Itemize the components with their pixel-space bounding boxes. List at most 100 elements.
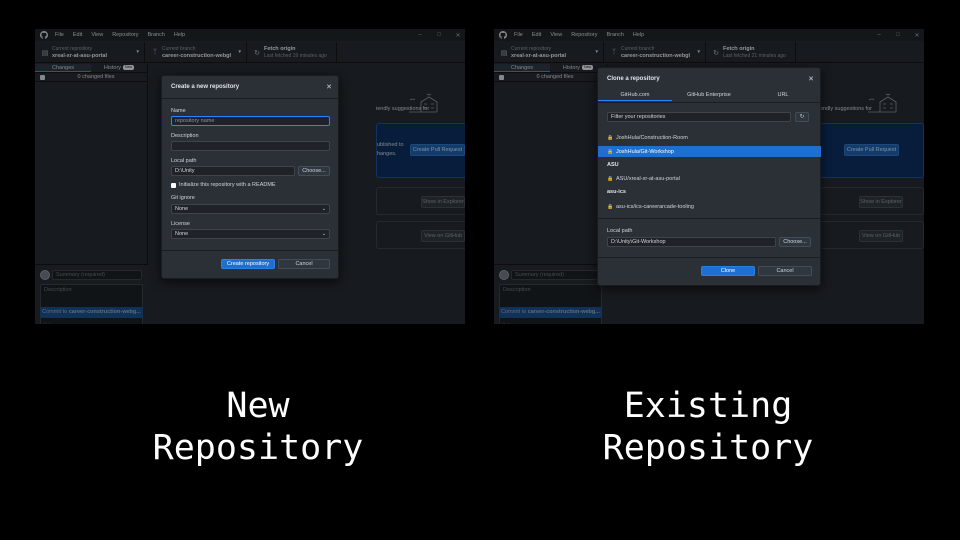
close-icon[interactable]: ✕ <box>455 32 461 39</box>
lock-icon: 🔒 <box>607 175 614 182</box>
menu-edit[interactable]: Edit <box>72 32 83 38</box>
add-coauthor-icon[interactable]: ☺+ <box>501 322 510 324</box>
minimize-icon[interactable]: – <box>877 32 881 38</box>
close-icon[interactable]: ✕ <box>808 76 814 83</box>
maximize-icon[interactable]: □ <box>896 32 900 38</box>
repo-item[interactable]: 🔒ASU/xreal-xr-at-asu-portal <box>598 173 821 184</box>
clone-button[interactable]: Clone <box>701 266 755 276</box>
close-icon[interactable]: ✕ <box>914 32 920 39</box>
fetch-origin-label: Fetch origin <box>264 45 296 52</box>
current-branch-button[interactable]: ᛉ Current branch career-construction-web… <box>604 42 706 63</box>
create-pull-request-button[interactable]: Create Pull Request <box>410 144 465 156</box>
menu-edit[interactable]: Edit <box>531 32 542 38</box>
license-label: License <box>171 221 190 227</box>
menu-view[interactable]: View <box>550 32 563 38</box>
current-repository-button[interactable]: ▤ Current repository xreal-xr-at-asu-por… <box>494 42 604 63</box>
tab-changes[interactable]: Changes <box>35 64 91 72</box>
local-path-input[interactable]: D:\Unity <box>171 166 295 176</box>
cancel-button[interactable]: Cancel <box>758 266 812 276</box>
minimize-icon[interactable]: – <box>418 32 422 38</box>
name-input[interactable]: repository name <box>171 116 330 126</box>
illustration-icon <box>868 93 897 113</box>
menu-repository[interactable]: Repository <box>112 32 139 38</box>
caption-line-1: Existing <box>623 386 793 426</box>
select-all-checkbox[interactable] <box>499 74 504 80</box>
changed-files-header: 0 changed files <box>35 73 147 82</box>
menu-branch[interactable]: Branch <box>606 32 624 38</box>
tab-changes[interactable]: Changes <box>494 64 550 72</box>
view-on-github-button[interactable]: View on GitHub <box>421 230 465 242</box>
avatar <box>499 270 509 280</box>
new-badge: New <box>123 65 135 71</box>
readme-checkbox[interactable] <box>171 183 176 188</box>
window-controls: – □ ✕ <box>876 29 920 41</box>
caption-line-1: New <box>226 386 290 426</box>
sync-icon: ↻ <box>254 49 260 57</box>
choose-button[interactable]: Choose... <box>779 237 811 247</box>
local-path-label: Local path <box>607 228 633 234</box>
fetch-origin-button[interactable]: ↻ Fetch origin Last fetched 21 minutes a… <box>706 42 796 63</box>
create-pull-request-button[interactable]: Create Pull Request <box>844 144 899 156</box>
tab-github-com[interactable]: GitHub.com <box>598 90 672 101</box>
menu-repository[interactable]: Repository <box>571 32 598 38</box>
menu-view[interactable]: View <box>91 32 104 38</box>
current-branch-name: career-construction-webgl <box>162 52 232 59</box>
caption-new-repository: New Repository <box>58 385 458 469</box>
tab-url[interactable]: URL <box>777 92 789 98</box>
current-repository-button[interactable]: ▤ Current repository xreal-xr-at-asu-por… <box>35 42 145 63</box>
add-coauthor-icon[interactable]: ☺+ <box>42 322 51 324</box>
commit-button[interactable]: Commit to career-construction-webg... <box>499 307 602 318</box>
local-path-input[interactable]: D:\Unity\Git-Workshop <box>607 237 776 247</box>
menu-file[interactable]: File <box>514 32 523 38</box>
select-all-checkbox[interactable] <box>40 74 45 80</box>
description-label: Description <box>171 133 199 139</box>
divider <box>162 250 338 251</box>
github-logo-icon <box>38 29 50 41</box>
menu-bar: File Edit View Repository Branch Help <box>55 32 185 38</box>
commit-prefix: Commit to <box>501 309 528 315</box>
dialog-title: Clone a repository <box>607 76 660 82</box>
repo-item[interactable]: 🔒JoshHula/Construction-Room <box>598 132 821 143</box>
show-in-explorer-button[interactable]: Show in Explorer <box>859 196 903 208</box>
divider <box>598 257 820 258</box>
lock-icon: 🔒 <box>607 203 614 210</box>
filter-repositories-input[interactable]: Filter your repositories <box>607 112 791 122</box>
repo-item[interactable]: 🔒asu-ics/ics-careerarcade-tooling <box>598 201 821 212</box>
current-branch-button[interactable]: ᛉ Current branch career-construction-web… <box>145 42 247 63</box>
org-group-asu-ics: asu-ics <box>607 189 626 195</box>
menu-help[interactable]: Help <box>173 32 186 38</box>
maximize-icon[interactable]: □ <box>437 32 441 38</box>
create-repository-button[interactable]: Create repository <box>221 259 275 269</box>
fetch-origin-label: Fetch origin <box>723 45 755 52</box>
choose-button[interactable]: Choose... <box>298 166 330 176</box>
repo-name: ASU/xreal-xr-at-asu-portal <box>616 175 680 182</box>
tab-github-enterprise[interactable]: GitHub Enterprise <box>687 92 731 98</box>
fetch-origin-button[interactable]: ↻ Fetch origin Last fetched 19 minutes a… <box>247 42 337 63</box>
menu-help[interactable]: Help <box>632 32 645 38</box>
menu-branch[interactable]: Branch <box>147 32 165 38</box>
window-controls: – □ ✕ <box>417 29 461 41</box>
summary-input[interactable]: Summary (required) <box>52 270 142 280</box>
close-icon[interactable]: ✕ <box>326 84 332 91</box>
suggestions-text: endly suggestions for <box>820 106 872 112</box>
refresh-icon[interactable]: ↻ <box>795 112 809 122</box>
view-on-github-button[interactable]: View on GitHub <box>859 230 903 242</box>
cancel-button[interactable]: Cancel <box>278 259 330 269</box>
menu-file[interactable]: File <box>55 32 64 38</box>
lock-icon: 🔒 <box>607 134 614 141</box>
divider <box>598 218 820 219</box>
repo-item-selected[interactable]: 🔒JoshHula/Git-Workshop <box>598 146 821 157</box>
license-select[interactable]: None⌄ <box>171 229 330 239</box>
publish-text-2: hanges. <box>377 151 397 157</box>
gitignore-select[interactable]: None⌄ <box>171 204 330 214</box>
commit-button[interactable]: Commit to career-construction-webg... <box>40 307 143 318</box>
explorer-card: Show in Explorer <box>820 187 924 215</box>
description-input[interactable] <box>171 141 330 151</box>
changed-files-count: 0 changed files <box>77 74 115 80</box>
tab-history-label: History <box>103 65 122 71</box>
commit-branch: career-construction-webg... <box>68 309 141 315</box>
show-in-explorer-button[interactable]: Show in Explorer <box>421 196 465 208</box>
